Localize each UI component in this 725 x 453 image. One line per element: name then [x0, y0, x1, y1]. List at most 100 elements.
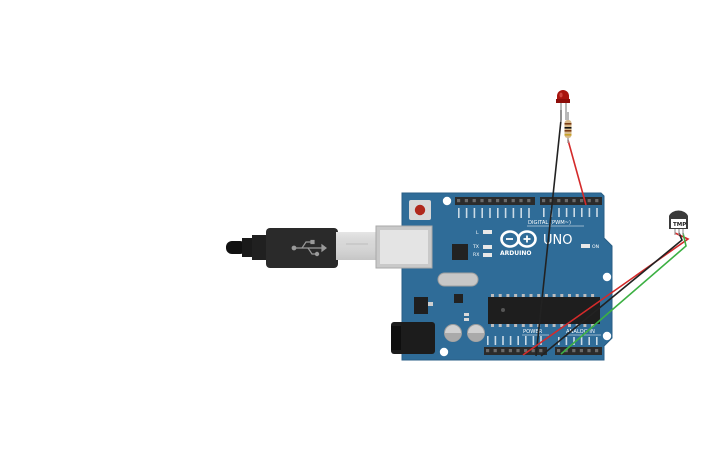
smd-part	[464, 318, 469, 321]
wire-sensor-analog[interactable]	[560, 232, 687, 355]
pin-label-mark	[596, 337, 598, 345]
wire-resistor-pin2[interactable]	[567, 139, 587, 206]
pin-label-mark	[512, 208, 515, 218]
resistor-band	[564, 134, 572, 136]
chip-pin	[552, 294, 556, 297]
header-pin[interactable]	[511, 199, 515, 203]
analog-header[interactable]	[555, 347, 602, 355]
header-pin[interactable]	[564, 349, 568, 353]
usb-controller-chip	[452, 244, 468, 260]
header-pin[interactable]	[557, 199, 561, 203]
sensor-label: TMP	[673, 222, 686, 228]
pin-label-mark	[504, 208, 507, 218]
chip-pin	[591, 294, 595, 297]
voltage-regulator	[414, 297, 428, 314]
chip-pin	[529, 324, 533, 327]
pin-label-mark	[525, 336, 527, 345]
small-chip	[454, 294, 463, 303]
led[interactable]	[556, 90, 570, 122]
chip-pin	[583, 294, 587, 297]
pin-label-mark	[481, 208, 483, 218]
chip-pin	[491, 294, 494, 297]
header-pin[interactable]	[595, 349, 599, 353]
chip-pin	[591, 324, 595, 327]
header-pin[interactable]	[572, 349, 576, 353]
crystal-oscillator	[437, 272, 479, 287]
header-pin[interactable]	[539, 349, 543, 353]
reset-button-cap[interactable]	[414, 204, 426, 216]
header-pin[interactable]	[503, 199, 507, 203]
header-pin[interactable]	[564, 199, 568, 203]
header-pin[interactable]	[480, 199, 484, 203]
digital-header-pins[interactable]	[457, 199, 599, 203]
header-pin[interactable]	[572, 199, 576, 203]
wire-sensor-ground[interactable]	[540, 232, 683, 357]
led-rim	[556, 99, 570, 103]
bottom-header-pins[interactable]	[486, 349, 599, 353]
header-pin[interactable]	[519, 199, 523, 203]
header-pin[interactable]	[587, 199, 591, 203]
header-pin[interactable]	[472, 199, 476, 203]
header-pin[interactable]	[542, 199, 546, 203]
pin-label-mark	[489, 208, 491, 218]
pin-label-mark	[502, 336, 504, 345]
l-led	[483, 230, 492, 234]
rx-led	[483, 253, 492, 257]
chip-pin	[529, 294, 533, 297]
analog-label: ANALOG IN	[566, 329, 595, 335]
header-pin[interactable]	[496, 199, 500, 203]
power-jack[interactable]	[391, 322, 435, 354]
header-pin[interactable]	[595, 199, 599, 203]
pin-label-mark	[458, 208, 460, 218]
resistor-band	[564, 123, 572, 125]
pin-label-mark	[596, 208, 598, 217]
led-dome[interactable]	[557, 90, 569, 100]
digital-pin-labels	[458, 208, 598, 218]
chip-pin	[514, 294, 518, 297]
header-pin[interactable]	[508, 349, 512, 353]
resistor-band	[564, 127, 572, 129]
smd-part	[464, 313, 469, 316]
resistor[interactable]	[564, 112, 572, 143]
header-pin[interactable]	[580, 199, 584, 203]
arduino-uno[interactable]: DIGITAL (PWM~) L TX RX ON UNO ARDUINO PO…	[375, 192, 613, 361]
header-pin[interactable]	[579, 349, 583, 353]
temperature-sensor[interactable]: TMP	[669, 210, 688, 235]
header-pin[interactable]	[493, 349, 497, 353]
usb-port-inner	[380, 230, 428, 264]
header-pin[interactable]	[549, 199, 553, 203]
header-pin[interactable]	[516, 349, 520, 353]
chip-pin	[544, 324, 548, 327]
chip-pin	[506, 294, 510, 297]
chip-pin	[521, 324, 525, 327]
pin-label-mark	[540, 336, 542, 345]
header-pin[interactable]	[488, 199, 492, 203]
header-pin[interactable]	[457, 199, 461, 203]
pin-label-mark	[517, 336, 519, 345]
atmega-chip	[488, 297, 600, 324]
pin-label-mark	[487, 336, 489, 345]
digital-header-left[interactable]	[455, 197, 535, 205]
pin-label-mark	[532, 336, 535, 345]
chip-pin	[568, 324, 571, 327]
chip-pin	[521, 294, 525, 297]
header-pin[interactable]	[587, 349, 591, 353]
power-header[interactable]	[484, 347, 547, 355]
usb-symbol-icon	[291, 239, 327, 257]
header-pin[interactable]	[501, 349, 505, 353]
pin-label-mark	[509, 336, 512, 345]
header-pin[interactable]	[464, 199, 468, 203]
header-pin[interactable]	[557, 349, 561, 353]
header-pin[interactable]	[531, 349, 535, 353]
header-pin[interactable]	[486, 349, 490, 353]
header-pin[interactable]	[524, 349, 528, 353]
header-pin[interactable]	[527, 199, 531, 203]
usb-cable-strain-relief	[242, 238, 252, 257]
tx-led	[483, 245, 492, 249]
resistor-band	[564, 130, 572, 132]
led-highlight	[559, 92, 563, 98]
digital-header-right[interactable]	[540, 197, 602, 205]
usb-cable[interactable]	[226, 228, 376, 268]
chip-pin	[514, 324, 518, 327]
